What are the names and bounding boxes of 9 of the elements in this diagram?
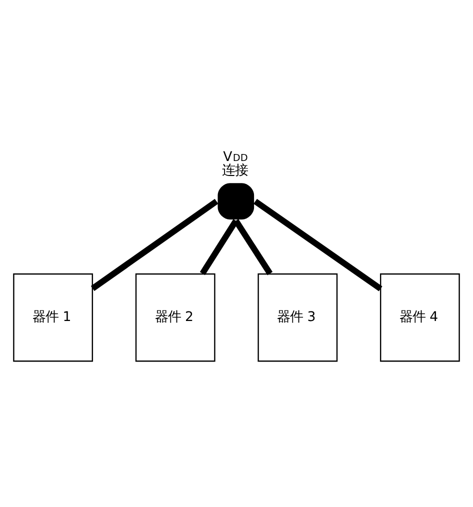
connector: [200, 218, 238, 275]
node-box: 器件 4: [380, 272, 460, 362]
connector: [233, 218, 273, 275]
node-box: 器件 3: [258, 272, 338, 362]
node-box: 器件 1: [13, 272, 94, 362]
connector: [90, 198, 218, 290]
connector: [254, 198, 382, 291]
node-box: 器件 2: [135, 272, 216, 362]
node-label: 连接: [222, 162, 248, 178]
